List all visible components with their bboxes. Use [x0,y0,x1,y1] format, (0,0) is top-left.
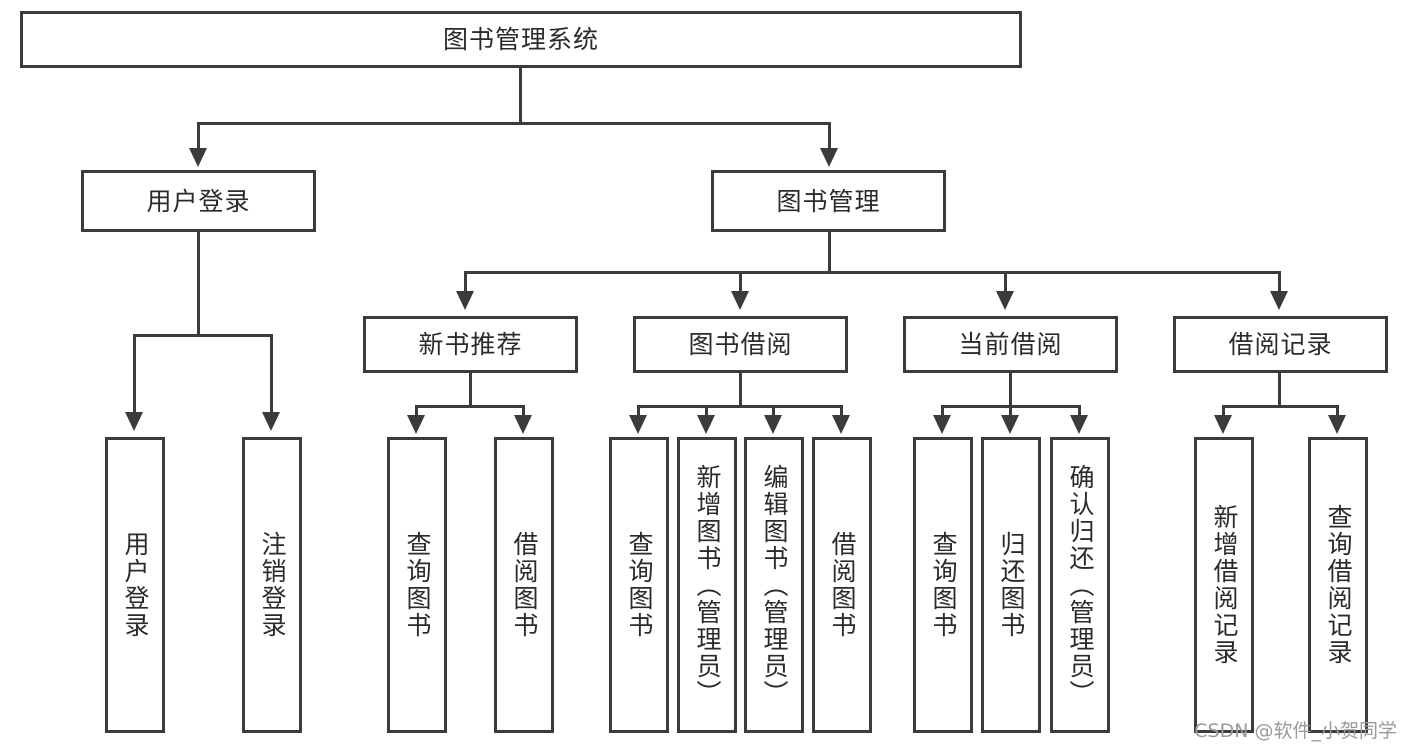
leaf-user-login-1-label: 注销登录 [258,531,287,639]
leaf-book-borrow-2[interactable]: 编辑图书（管理员） [744,437,804,733]
connector-current-borrow-drop-0 [941,405,944,417]
arrow-book-manage-1 [731,291,749,310]
connector-new-book-drop-0 [415,405,418,417]
connector-book-manage-stem [828,232,831,274]
node-book-manage[interactable]: 图书管理 [711,170,946,232]
arrow-current-borrow-1 [1001,415,1019,434]
connector-current-borrow-drop-1 [1009,405,1012,417]
leaf-current-borrow-2-label: 确认归还（管理员） [1066,463,1095,707]
connector-user-login-stem [197,232,200,337]
arrow-book-borrow-1 [697,415,715,434]
leaf-book-borrow-2-label: 编辑图书（管理员） [760,463,789,707]
node-current-borrow-label: 当前借阅 [958,330,1063,359]
connector-borrow-record-drop-1 [1336,405,1339,417]
node-user-login[interactable]: 用户登录 [81,170,316,232]
node-borrow-record-label: 借阅记录 [1228,330,1333,359]
arrow-user-login-1 [262,412,280,431]
arrow-level1-0 [189,148,207,167]
arrow-current-borrow-0 [933,415,951,434]
leaf-current-borrow-0[interactable]: 查询图书 [913,437,973,733]
leaf-current-borrow-1-label: 归还图书 [997,531,1026,639]
connector-book-manage-drop-2 [1004,271,1007,293]
connector-book-manage-drop-1 [739,271,742,293]
arrow-book-borrow-0 [629,415,647,434]
arrow-book-manage-3 [1270,291,1288,310]
connector-book-manage-drop-0 [464,271,467,293]
arrow-user-login-0 [125,412,143,431]
leaf-user-login-0[interactable]: 用户登录 [105,437,165,733]
connector-user-login-drop-1 [270,334,273,414]
node-user-login-label: 用户登录 [146,186,251,216]
leaf-borrow-record-1-label: 查询借阅记录 [1324,504,1353,666]
leaf-borrow-record-0[interactable]: 新增借阅记录 [1194,437,1254,733]
leaf-current-borrow-0-label: 查询图书 [929,531,958,639]
connector-book-borrow-bus [637,405,843,408]
connector-root-stem [519,68,522,124]
node-new-book[interactable]: 新书推荐 [363,316,578,373]
leaf-current-borrow-1[interactable]: 归还图书 [981,437,1041,733]
node-book-manage-label: 图书管理 [776,186,881,216]
leaf-user-login-0-label: 用户登录 [121,531,150,639]
leaf-book-borrow-1-label: 新增图书（管理员） [693,463,722,707]
leaf-borrow-record-1[interactable]: 查询借阅记录 [1308,437,1368,733]
connector-borrow-record-stem [1278,373,1281,407]
connector-new-book-bus [415,405,525,408]
connector-book-manage-bus [464,271,1281,274]
connector-new-book-stem [469,373,472,407]
arrow-book-borrow-2 [764,415,782,434]
arrow-book-manage-0 [456,291,474,310]
leaf-new-book-1[interactable]: 借阅图书 [494,437,554,733]
leaf-book-borrow-3[interactable]: 借阅图书 [812,437,872,733]
connector-borrow-record-drop-0 [1222,405,1225,417]
leaf-new-book-0[interactable]: 查询图书 [387,437,447,733]
arrow-borrow-record-1 [1328,415,1346,434]
connector-level1-drop-0 [197,122,200,150]
node-root[interactable]: 图书管理系统 [20,11,1022,68]
arrow-new-book-1 [514,415,532,434]
connector-level1-bus [197,122,831,125]
connector-book-borrow-drop-0 [637,405,640,417]
connector-book-manage-drop-3 [1278,271,1281,293]
node-new-book-label: 新书推荐 [418,330,523,359]
node-book-borrow[interactable]: 图书借阅 [633,316,848,373]
connector-user-login-bus [133,334,273,337]
connector-book-borrow-stem [739,373,742,407]
connector-user-login-drop-0 [133,334,136,414]
connector-new-book-drop-1 [522,405,525,417]
node-root-label: 图书管理系统 [442,25,599,54]
node-borrow-record[interactable]: 借阅记录 [1173,316,1388,373]
leaf-borrow-record-0-label: 新增借阅记录 [1210,504,1239,666]
leaf-book-borrow-0[interactable]: 查询图书 [609,437,669,733]
arrow-book-borrow-3 [832,415,850,434]
leaf-book-borrow-1[interactable]: 新增图书（管理员） [677,437,737,733]
arrow-level1-1 [820,148,838,167]
arrow-borrow-record-0 [1214,415,1232,434]
leaf-user-login-1[interactable]: 注销登录 [242,437,302,733]
connector-book-borrow-drop-1 [705,405,708,417]
connector-book-borrow-drop-3 [840,405,843,417]
arrow-current-borrow-2 [1070,415,1088,434]
watermark: CSDN @软件_小贺同学 [1194,720,1397,742]
connector-borrow-record-bus [1222,405,1339,408]
leaf-new-book-0-label: 查询图书 [403,531,432,639]
connector-level1-drop-1 [828,122,831,150]
node-current-borrow[interactable]: 当前借阅 [903,316,1118,373]
node-book-borrow-label: 图书借阅 [688,330,793,359]
arrow-new-book-0 [407,415,425,434]
connector-book-borrow-drop-2 [772,405,775,417]
arrow-book-manage-2 [996,291,1014,310]
connector-current-borrow-stem [1009,373,1012,407]
leaf-new-book-1-label: 借阅图书 [510,531,539,639]
leaf-book-borrow-0-label: 查询图书 [625,531,654,639]
leaf-current-borrow-2[interactable]: 确认归还（管理员） [1050,437,1110,733]
connector-current-borrow-drop-2 [1078,405,1081,417]
leaf-book-borrow-3-label: 借阅图书 [828,531,857,639]
